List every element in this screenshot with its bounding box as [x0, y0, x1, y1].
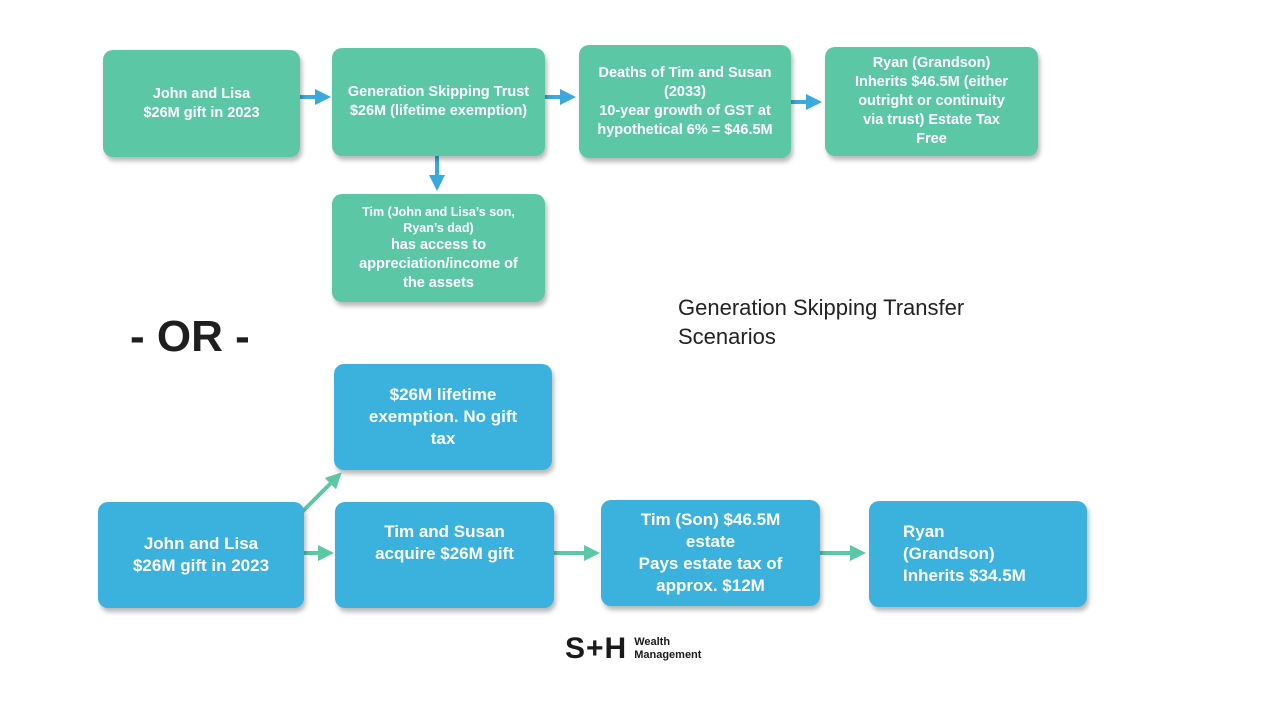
gst-trust-box: Generation Skipping Trust $26M (lifetime…	[332, 48, 545, 156]
box-line: John and Lisa	[152, 85, 251, 102]
box-line: Ryan’s dad)	[403, 220, 474, 235]
box-line: Tim (Son) $46.5M	[640, 510, 781, 529]
box-line: Inherits $46.5M (either	[854, 74, 1009, 90]
box-line: $26M lifetime	[389, 385, 497, 404]
box-line: 10-year growth of GST at	[599, 102, 771, 119]
box-line: outright or continuity	[858, 93, 1005, 109]
logo-wordmark: Wealth Management	[634, 636, 701, 662]
box-line: Inherits $34.5M	[903, 566, 1026, 585]
direct-acquire-box: Tim and Susan acquire $26M gift	[335, 502, 554, 608]
direct-exemption-box: $26M lifetime exemption. No gift tax	[334, 364, 552, 470]
box-line: acquire $26M gift	[375, 544, 514, 563]
box-line: tax	[430, 429, 456, 448]
gst-gift-box: John and Lisa $26M gift in 2023	[103, 50, 300, 157]
page-title: Generation Skipping Transfer Scenarios	[678, 293, 1038, 351]
box-line: Free	[916, 131, 947, 147]
direct-gift-box: John and Lisa $26M gift in 2023	[98, 502, 304, 608]
box-line: the assets	[403, 274, 474, 291]
box-line: exemption. No gift	[368, 407, 518, 426]
box-line: appreciation/income of	[359, 255, 518, 272]
title-line: Scenarios	[678, 324, 776, 349]
box-line: Ryan (Grandson)	[872, 55, 991, 71]
box-line: Ryan	[903, 522, 945, 541]
or-separator: - OR -	[130, 312, 250, 361]
box-line: has access to	[390, 236, 487, 253]
box-line: estate	[685, 532, 736, 551]
logo-mark: S+H	[565, 632, 628, 665]
box-line: $26M (lifetime exemption)	[349, 103, 528, 119]
direct-estate-box: Tim (Son) $46.5M estate Pays estate tax …	[601, 500, 820, 606]
box-line: Pays estate tax of	[638, 554, 783, 573]
arrow-gift-to-exemption	[300, 472, 342, 514]
logo-line: Management	[634, 649, 702, 661]
gst-tim-access-box: Tim (John and Lisa’s son, Ryan’s dad) ha…	[332, 194, 545, 302]
box-line: (2033)	[664, 83, 706, 100]
direct-ryan-box: Ryan (Grandson) Inherits $34.5M	[869, 501, 1087, 607]
box-line: (Grandson)	[903, 544, 995, 563]
box-line: approx. $12M	[656, 576, 765, 595]
box-line: hypothetical 6% = $46.5M	[597, 121, 773, 138]
box-line: Generation Skipping Trust	[347, 84, 530, 100]
box-line: John and Lisa	[143, 534, 259, 553]
logo-line: Wealth	[634, 636, 671, 648]
box-line: Deaths of Tim and Susan	[598, 64, 772, 81]
box-line: Tim (John and Lisa’s son,	[362, 204, 515, 219]
company-logo: S+H Wealth Management	[565, 633, 701, 665]
box-line: $26M gift in 2023	[143, 104, 260, 121]
gst-deaths-box: Deaths of Tim and Susan (2033) 10-year g…	[579, 45, 791, 158]
box-line: $26M gift in 2023	[132, 556, 270, 575]
gst-ryan-box: Ryan (Grandson) Inherits $46.5M (either …	[825, 47, 1038, 156]
title-line: Generation Skipping Transfer	[678, 295, 965, 320]
box-line: Tim and Susan	[384, 522, 505, 541]
box-line: via trust) Estate Tax	[863, 112, 1000, 128]
